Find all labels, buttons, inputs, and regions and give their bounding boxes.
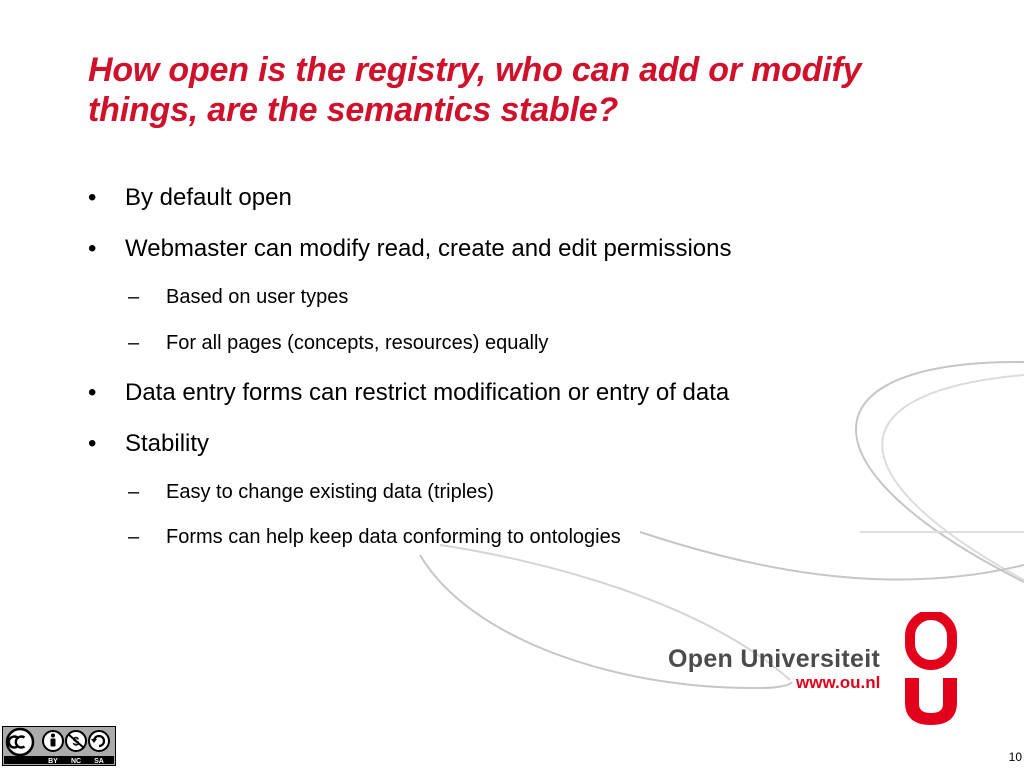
bullet-text: Data entry forms can restrict modificati… [125, 379, 730, 406]
cc-label-nc: NC [71, 758, 81, 765]
bullet-marker: • [88, 184, 97, 211]
sub-bullet-item: – Easy to change existing data (triples) [128, 480, 494, 504]
bullet-item: • Stability [88, 430, 210, 458]
logo-url: www.ou.nl [796, 673, 881, 692]
bullet-text: Webmaster can modify read, create and ed… [125, 235, 732, 262]
bullet-marker: • [88, 379, 97, 406]
sub-bullet-text: For all pages (concepts, resources) equa… [166, 332, 549, 354]
bullet-item: • By default open [88, 184, 292, 212]
sub-bullet-item: – For all pages (concepts, resources) eq… [128, 331, 549, 355]
sub-bullet-marker: – [128, 526, 140, 548]
logo-wordmark: Open Universiteit [668, 645, 881, 673]
bullet-marker: • [88, 235, 97, 262]
sub-bullet-item: – Based on user types [128, 285, 349, 309]
page-number: 10 [1008, 750, 1022, 764]
sub-bullet-text: Forms can help keep data conforming to o… [166, 526, 621, 548]
ou-logo-icon [905, 612, 957, 725]
cc-sa-icon [88, 730, 110, 752]
cc-by-icon [42, 730, 64, 752]
cc-label-by: BY [48, 758, 58, 765]
sub-bullet-marker: – [128, 332, 140, 354]
bullet-item: • Webmaster can modify read, create and … [88, 235, 732, 263]
sub-bullet-text: Based on user types [166, 286, 349, 308]
sub-bullet-marker: – [128, 286, 140, 308]
bullet-item: • Data entry forms can restrict modifica… [88, 379, 730, 407]
slide-title: How open is the registry, who can add or… [88, 51, 862, 129]
bullet-marker: • [88, 430, 97, 457]
cc-label-sa: SA [94, 758, 104, 765]
sub-bullet-text: Easy to change existing data (triples) [166, 481, 494, 503]
cc-nc-icon: $ [65, 730, 87, 752]
bullet-text: Stability [125, 430, 210, 457]
sub-bullet-marker: – [128, 481, 140, 503]
sub-bullet-item: – Forms can help keep data conforming to… [128, 525, 621, 549]
creative-commons-icon: $ BY NC SA [2, 726, 116, 766]
bullet-text: By default open [125, 184, 292, 211]
